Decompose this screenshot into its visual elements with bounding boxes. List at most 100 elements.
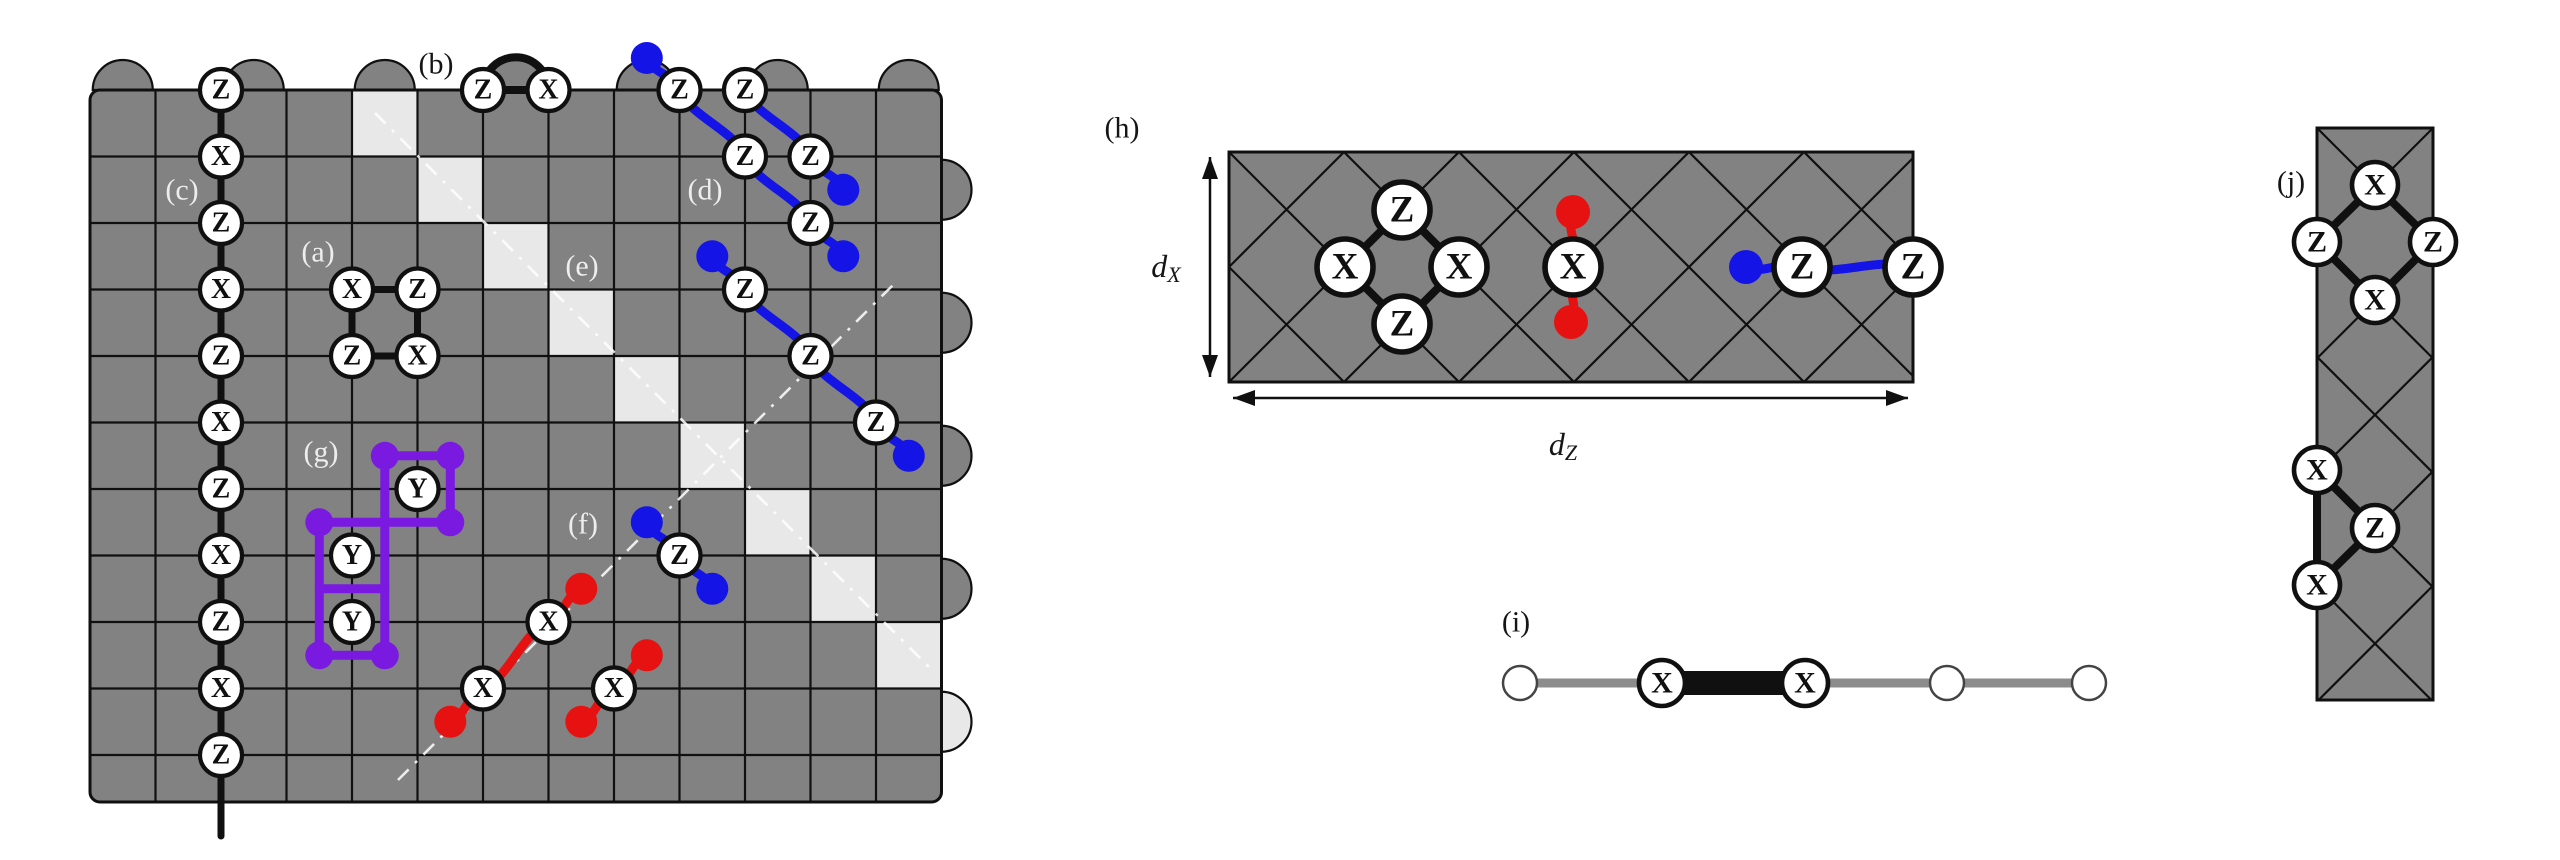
z-error-chain-f-endpoint — [630, 506, 663, 539]
pauli-X-letter: X — [1560, 247, 1587, 288]
pauli-X-operator — [2291, 444, 2343, 496]
pauli-X-operator — [459, 665, 507, 712]
strip-lattice — [2317, 128, 2433, 700]
pauli-Z-operator — [852, 399, 900, 446]
twist-frame-dot — [305, 508, 334, 537]
pauli-Y-operator — [394, 465, 441, 513]
pauli-Z-letter: Z — [212, 341, 231, 372]
pauli-X-letter: X — [211, 673, 231, 704]
pauli-X-letter: X — [538, 75, 558, 106]
right-boundary-bump — [940, 291, 973, 354]
dislocation-light-cell — [745, 489, 811, 556]
dx-dimension-arrow-arrowhead — [1202, 355, 1218, 377]
diag-line-up — [1802, 152, 1913, 263]
pauli-X-letter: X — [211, 141, 231, 172]
diag-line-down — [1342, 152, 1576, 382]
pauli-X-operator — [197, 399, 245, 446]
pauli-Z-operator — [459, 66, 507, 114]
red-endpoint — [1554, 305, 1588, 339]
red-endpoint — [1556, 195, 1590, 229]
pauli-Z-letter: Z — [736, 141, 755, 172]
panel-label-g: (g) — [304, 436, 339, 469]
pauli-X-operator — [2349, 274, 2401, 326]
pauli-Z-operator — [787, 199, 834, 247]
pauli-Z-letter: Z — [2307, 226, 2327, 259]
pauli-X-operator — [1542, 236, 1604, 298]
pauli-X-letter: X — [211, 274, 231, 305]
pauli-X-operator — [1314, 236, 1376, 298]
panel-label-a: (a) — [301, 236, 334, 269]
pauli-X-operator — [1636, 657, 1688, 709]
pauli-Y-letter: Y — [342, 607, 362, 638]
pauli-X-letter: X — [1794, 667, 1816, 700]
panel-label-j: (j) — [2277, 166, 2305, 199]
pauli-X-letter: X — [1651, 667, 1673, 700]
pauli-Z-operator — [1771, 236, 1833, 298]
dislocation-light-cell — [614, 356, 680, 423]
pauli-X-operator — [525, 598, 572, 646]
pauli-Z-letter: Z — [474, 75, 493, 106]
strip-border — [2315, 126, 2435, 702]
dx-dimension-arrow-arrowhead — [1202, 157, 1218, 179]
dash-dot-cut-line — [374, 112, 936, 674]
pauli-X-letter: X — [2306, 454, 2328, 487]
z-error-chain-f-endpoint — [696, 572, 729, 605]
dislocation-light-cell — [548, 289, 614, 356]
panel-label-h: (h) — [1105, 112, 1140, 145]
pauli-Z-letter: Z — [867, 407, 886, 438]
blue-endpoint — [1729, 250, 1763, 284]
twist-frame-dot — [436, 441, 465, 470]
right-boundary-bump — [940, 557, 973, 620]
pauli-Z-letter: Z — [670, 540, 689, 571]
pauli-Z-operator — [328, 332, 376, 380]
pauli-Z-letter: Z — [408, 274, 427, 305]
pauli-Z-operator — [2349, 502, 2401, 554]
pauli-X-operator — [1428, 236, 1490, 298]
pauli-X-operator — [394, 332, 441, 380]
pauli-Z-operator — [2407, 216, 2459, 268]
pauli-Y-operator — [328, 532, 376, 579]
pauli-Z-operator — [197, 66, 245, 114]
panel-label-b: (b) — [419, 48, 454, 81]
open-qubit-node — [2070, 664, 2108, 702]
pauli-Z-operator — [656, 66, 703, 114]
pauli-X-letter: X — [2364, 284, 2386, 317]
pauli-Y-letter: Y — [342, 540, 362, 571]
pauli-X-letter: X — [538, 607, 558, 638]
pauli-Z-letter: Z — [801, 208, 820, 239]
x-error-chain-f2-endpoint — [565, 705, 598, 738]
pauli-Z-operator — [721, 66, 769, 114]
pauli-X-letter: X — [1446, 247, 1473, 288]
pauli-X-letter: X — [407, 341, 427, 372]
panel-label-c: (c) — [165, 174, 198, 207]
panel-label-d: (d) — [688, 174, 723, 207]
pauli-Z-letter: Z — [212, 75, 231, 106]
x-error-chain-f1-endpoint — [434, 705, 467, 738]
open-qubit-node — [1928, 664, 1966, 702]
right-boundary-bump — [940, 424, 973, 487]
dislocation-light-cell — [483, 223, 549, 290]
pauli-Z-letter: Z — [212, 474, 231, 505]
pauli-Z-letter: Z — [212, 607, 231, 638]
pauli-Z-operator — [721, 133, 769, 180]
pauli-Z-operator — [197, 465, 245, 513]
pauli-Z-letter: Z — [212, 740, 231, 771]
pauli-Z-operator — [197, 731, 245, 779]
twist-frame-dot — [370, 641, 399, 670]
pauli-Z-letter: Z — [670, 75, 689, 106]
pauli-X-letter: X — [1332, 247, 1359, 288]
dz-dimension-arrow-arrowhead — [1233, 390, 1255, 406]
pauli-X-letter: X — [211, 407, 231, 438]
pauli-Z-letter: Z — [736, 274, 755, 305]
pauli-X-operator — [525, 66, 572, 114]
z-error-chain-e-endpoint — [892, 439, 925, 472]
dislocation-light-cell — [876, 622, 942, 689]
pauli-X-letter: X — [211, 540, 231, 571]
pauli-Y-letter: Y — [407, 474, 427, 505]
twist-frame-dot — [436, 508, 465, 537]
pauli-X-operator — [197, 665, 245, 712]
